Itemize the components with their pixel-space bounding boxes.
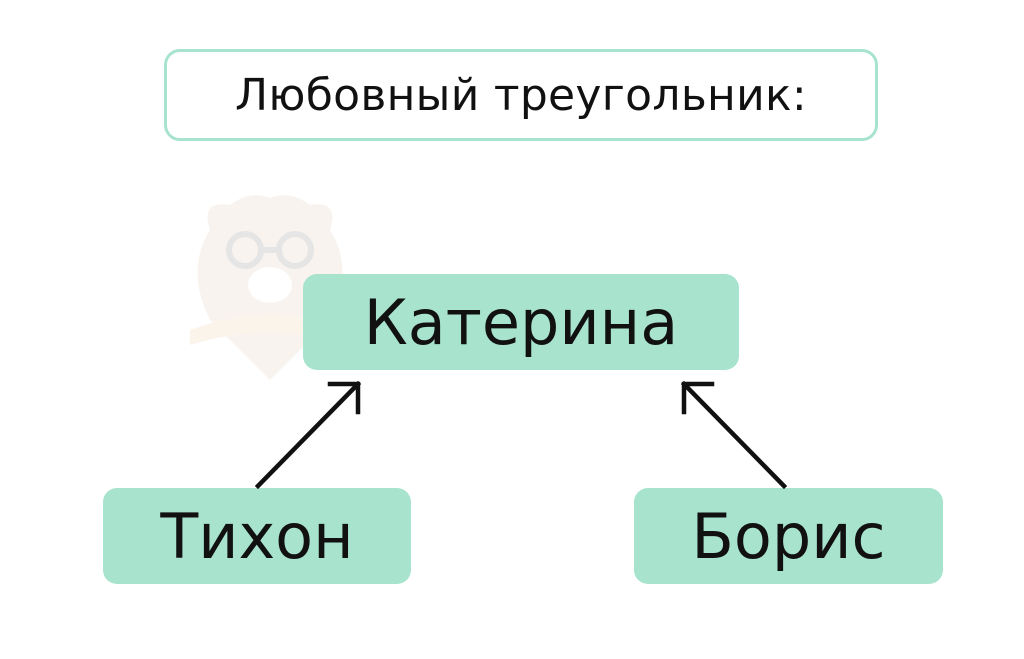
arrow-boris-to-katerina bbox=[680, 380, 788, 490]
node-katerina: Катерина bbox=[303, 274, 739, 370]
node-boris: Борис bbox=[634, 488, 943, 584]
node-tikhon: Тихон bbox=[103, 488, 411, 584]
diagram-title: Любовный треугольник: bbox=[164, 49, 878, 141]
arrow-tikhon-to-katerina bbox=[254, 380, 362, 490]
